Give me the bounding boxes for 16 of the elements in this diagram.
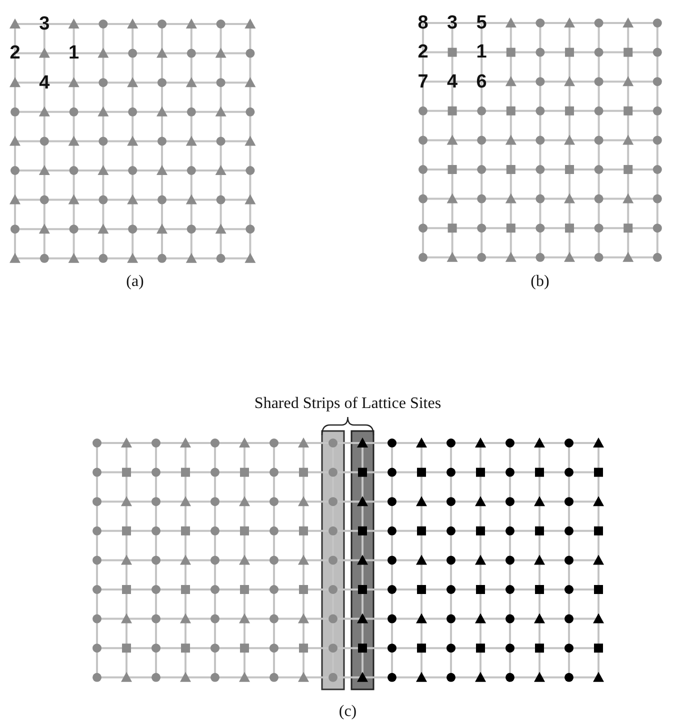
site-number: 2 [10,44,20,63]
caption: (c) [338,704,357,720]
site-number: 1 [68,44,80,63]
site-number: 5 [476,14,487,32]
caption: (b) [530,274,550,290]
site-number: 3 [447,14,458,32]
site-number: 1 [476,42,487,62]
site-number: 3 [39,14,50,34]
site-number: 8 [418,14,428,32]
caption: (a) [126,274,144,290]
site-number: 7 [418,72,428,92]
caption: Shared Strips of Lattice Sites [254,396,442,412]
site-number: 6 [476,72,487,92]
site-number: 4 [39,73,50,92]
site-number: 2 [418,42,428,62]
site-number: 4 [447,72,458,92]
